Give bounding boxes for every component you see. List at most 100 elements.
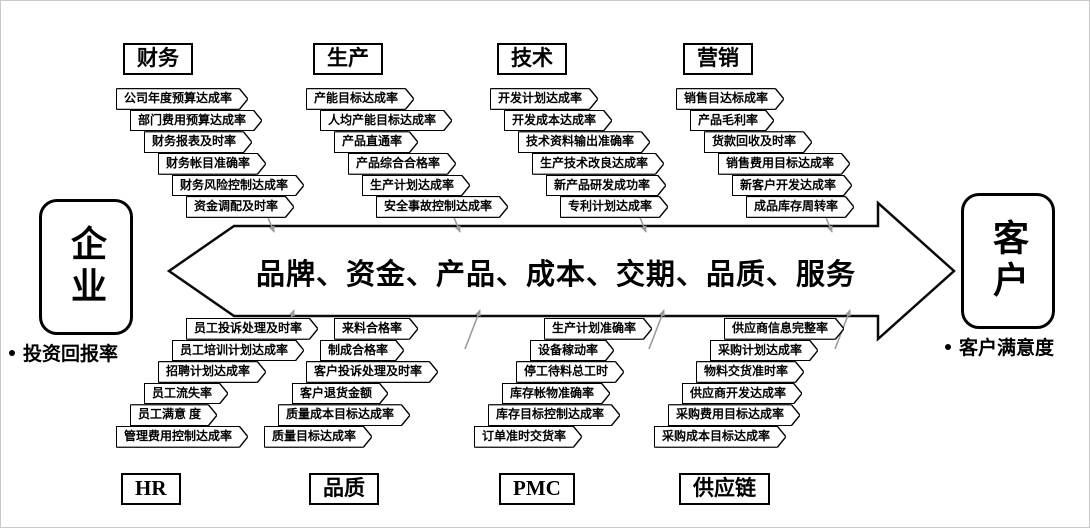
kpi-tag-label: 开发计划达成率 bbox=[491, 89, 597, 109]
kpi-tag: 员工流失率 bbox=[145, 384, 227, 404]
kpi-tag-label: 员工满意 度 bbox=[131, 405, 216, 425]
category-label-production: 生产 bbox=[313, 43, 383, 76]
category-label-hr: HR bbox=[121, 472, 181, 505]
group-technology: 技术 开发计划达成率开发成本达成率技术资料输出准确率生产技术改良达成率新产品研发… bbox=[491, 43, 667, 217]
kpi-tag-label: 员工投诉处理及时率 bbox=[187, 319, 317, 339]
kpi-tag-label: 生产技术改良达成率 bbox=[533, 154, 663, 174]
kpi-tag: 采购计划达成率 bbox=[711, 341, 817, 361]
kpi-tag-label: 财务报表及时率 bbox=[145, 132, 251, 152]
kpi-tag: 停工待料总工时 bbox=[517, 362, 623, 382]
kpi-tag-label: 停工待料总工时 bbox=[517, 362, 623, 382]
kpi-tag-label: 安全事故控制达成率 bbox=[377, 197, 507, 217]
kpi-tag: 物料交货准时率 bbox=[697, 362, 803, 382]
kpi-tag: 员工培训计划达成率 bbox=[173, 341, 303, 361]
kpi-tag-label: 销售费用目标达成率 bbox=[719, 154, 849, 174]
kpi-tag-label: 员工流失率 bbox=[145, 384, 227, 404]
kpi-tag: 成品库存周转率 bbox=[747, 197, 853, 217]
kpi-list-marketing: 销售目达标成率产品毛利率货款回收及时率销售费用目标达成率新客户开发达成率成品库存… bbox=[677, 89, 853, 217]
kpi-tag-label: 产品直通率 bbox=[335, 132, 417, 152]
kpi-tag-label: 新客户开发达成率 bbox=[733, 176, 851, 196]
kpi-tag-label: 产品综合合格率 bbox=[349, 154, 455, 174]
group-production: 生产 产能目标达成率人均产能目标达成率产品直通率产品综合合格率生产计划达成率安全… bbox=[307, 43, 507, 217]
kpi-tag: 财务帐目准确率 bbox=[159, 154, 265, 174]
kpi-tag-label: 制成合格率 bbox=[321, 341, 403, 361]
kpi-tag: 资金调配及时率 bbox=[187, 197, 293, 217]
kpi-tag-label: 供应商信息完整率 bbox=[725, 319, 843, 339]
kpi-tag-label: 开发成本达成率 bbox=[505, 111, 611, 131]
kpi-tag: 采购成本目标达成率 bbox=[655, 427, 785, 447]
kpi-tag: 安全事故控制达成率 bbox=[377, 197, 507, 217]
kpi-tag: 产品综合合格率 bbox=[349, 154, 455, 174]
group-finance: 财务 公司年度预算达成率部门费用预算达成率财务报表及时率财务帐目准确率财务风险控… bbox=[117, 43, 303, 217]
kpi-tag: 销售费用目标达成率 bbox=[719, 154, 849, 174]
kpi-tag: 货款回收及时率 bbox=[705, 132, 811, 152]
category-label-supply-chain: 供应链 bbox=[679, 472, 770, 505]
kpi-tag: 部门费用预算达成率 bbox=[131, 111, 261, 131]
customer-box: 客户 bbox=[961, 193, 1055, 329]
group-quality: 来料合格率制成合格率客户投诉处理及时率客户退货金额质量成本目标达成率质量目标达成… bbox=[265, 319, 437, 505]
kpi-list-production: 产能目标达成率人均产能目标达成率产品直通率产品综合合格率生产计划达成率安全事故控… bbox=[307, 89, 507, 217]
kpi-tag: 供应商开发达成率 bbox=[683, 384, 801, 404]
kpi-tag: 生产计划达成率 bbox=[363, 176, 469, 196]
kpi-tag: 采购费用目标达成率 bbox=[669, 405, 799, 425]
kpi-tag-label: 采购成本目标达成率 bbox=[655, 427, 785, 447]
kpi-tag: 生产计划准确率 bbox=[545, 319, 651, 339]
kpi-tag: 质量目标达成率 bbox=[265, 427, 371, 447]
kpi-tag-label: 客户退货金额 bbox=[293, 384, 387, 404]
kpi-tag-label: 产能目标达成率 bbox=[307, 89, 413, 109]
kpi-tag: 人均产能目标达成率 bbox=[321, 111, 451, 131]
kpi-tag-label: 销售目达标成率 bbox=[677, 89, 783, 109]
kpi-tag: 质量成本目标达成率 bbox=[279, 405, 409, 425]
kpi-tag: 订单准时交货率 bbox=[475, 427, 581, 447]
kpi-tag-label: 专利计划达成率 bbox=[561, 197, 667, 217]
kpi-tag-label: 订单准时交货率 bbox=[475, 427, 581, 447]
customer-metric-label: 客户满意度 bbox=[959, 338, 1055, 359]
kpi-tag-label: 管理费用控制达成率 bbox=[117, 427, 247, 447]
kpi-tag-label: 物料交货准时率 bbox=[697, 362, 803, 382]
kpi-tag: 新客户开发达成率 bbox=[733, 176, 851, 196]
kpi-list-finance: 公司年度预算达成率部门费用预算达成率财务报表及时率财务帐目准确率财务风险控制达成… bbox=[117, 89, 303, 217]
kpi-tag-label: 质量成本目标达成率 bbox=[279, 405, 409, 425]
kpi-tag-label: 人均产能目标达成率 bbox=[321, 111, 451, 131]
kpi-tag-label: 库存目标控制达成率 bbox=[489, 405, 619, 425]
kpi-tag: 开发计划达成率 bbox=[491, 89, 597, 109]
kpi-tag-label: 财务帐目准确率 bbox=[159, 154, 265, 174]
category-label-quality: 品质 bbox=[309, 472, 379, 505]
category-label-finance: 财务 bbox=[123, 43, 193, 76]
kpi-tag: 生产技术改良达成率 bbox=[533, 154, 663, 174]
flow-arrow-pmc-icon bbox=[648, 309, 665, 350]
kpi-tag: 客户退货金额 bbox=[293, 384, 387, 404]
kpi-list-hr: 员工投诉处理及时率员工培训计划达成率招聘计划达成率员工流失率员工满意 度管理费用… bbox=[117, 319, 317, 447]
group-pmc: 生产计划准确率设备稼动率停工待料总工时库存帐物准确率库存目标控制达成率订单准时交… bbox=[475, 319, 651, 505]
kpi-tag: 设备稼动率 bbox=[531, 341, 613, 361]
kpi-tag-label: 新产品研发成功率 bbox=[547, 176, 665, 196]
kpi-list-supply-chain: 供应商信息完整率采购计划达成率物料交货准时率供应商开发达成率采购费用目标达成率采… bbox=[655, 319, 843, 447]
kpi-tag-label: 部门费用预算达成率 bbox=[131, 111, 261, 131]
kpi-tag-label: 生产计划达成率 bbox=[363, 176, 469, 196]
enterprise-label: 企业 bbox=[66, 225, 106, 309]
kpi-list-pmc: 生产计划准确率设备稼动率停工待料总工时库存帐物准确率库存目标控制达成率订单准时交… bbox=[475, 319, 651, 447]
kpi-tag: 客户投诉处理及时率 bbox=[307, 362, 437, 382]
kpi-tag-label: 员工培训计划达成率 bbox=[173, 341, 303, 361]
bullet-dot-icon bbox=[945, 343, 951, 350]
kpi-tag: 销售目达标成率 bbox=[677, 89, 783, 109]
kpi-tag-label: 招聘计划达成率 bbox=[159, 362, 265, 382]
flow-arrow-quality-icon bbox=[464, 309, 481, 350]
kpi-tag-label: 采购费用目标达成率 bbox=[669, 405, 799, 425]
kpi-list-technology: 开发计划达成率开发成本达成率技术资料输出准确率生产技术改良达成率新产品研发成功率… bbox=[491, 89, 667, 217]
kpi-tag-label: 库存帐物准确率 bbox=[503, 384, 609, 404]
kpi-tag-label: 成品库存周转率 bbox=[747, 197, 853, 217]
enterprise-metric: 投资回报率 bbox=[9, 339, 118, 366]
flow-arrow-supply-icon bbox=[834, 309, 851, 350]
kpi-tag: 技术资料输出准确率 bbox=[519, 132, 649, 152]
enterprise-metric-label: 投资回报率 bbox=[23, 344, 119, 365]
kpi-tag: 开发成本达成率 bbox=[505, 111, 611, 131]
kpi-tag: 产能目标达成率 bbox=[307, 89, 413, 109]
spine-arrow bbox=[166, 200, 956, 342]
category-label-technology: 技术 bbox=[497, 43, 567, 76]
kpi-tag-label: 货款回收及时率 bbox=[705, 132, 811, 152]
kpi-tag-label: 设备稼动率 bbox=[531, 341, 613, 361]
kpi-tag-label: 产品毛利率 bbox=[691, 111, 773, 131]
customer-label: 客户 bbox=[988, 219, 1028, 303]
kpi-tag: 公司年度预算达成率 bbox=[117, 89, 247, 109]
